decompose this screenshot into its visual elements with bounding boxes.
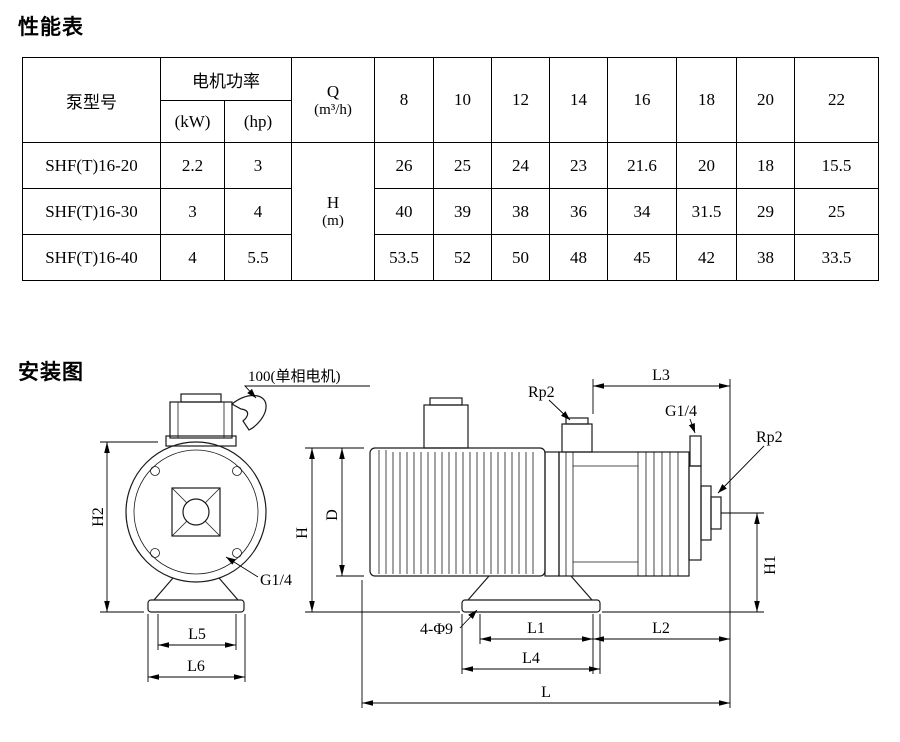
performance-table: 泵型号 电机功率 Q (m³/h) 8 10 12 14 16 18 20 22… [22,57,879,281]
dimension-l3: L3 [592,367,731,708]
head-cell: 42 [676,234,737,281]
dimension-h: H [294,447,460,613]
performance-section-title: 性能表 [18,16,84,39]
kw-cell: 4 [160,234,225,281]
dimension-l5: L5 [157,614,237,650]
q-symbol: Q [326,81,340,101]
dim-label-motor-note: 100(单相电机) [248,368,341,385]
leader-rp2-top: Rp2 [528,384,571,421]
header-kw: (kW) [160,100,225,143]
flow-col-12: 12 [491,57,550,143]
head-cell: 33.5 [794,234,879,281]
head-cell: 36 [549,188,608,235]
head-cell: 31.5 [676,188,737,235]
installation-drawing: H2 L5 L6 G1/4 100(单相电机) [90,367,783,708]
head-cell: 48 [549,234,608,281]
hp-cell: 3 [224,142,292,189]
dim-label-h: H [294,527,311,539]
head-cell: 21.6 [607,142,677,189]
model-cell: SHF(T)16-40 [22,234,161,281]
table-header-row-2: (kW) (hp) [23,100,879,143]
dimension-l: L [361,580,730,708]
flow-col-16: 16 [607,57,677,143]
pump-side-view [369,397,722,613]
head-cell: 38 [491,188,550,235]
kw-cell: 2.2 [160,142,225,189]
dim-label-l3: L3 [652,367,670,384]
head-cell: 34 [607,188,677,235]
h-unit: (m) [322,213,344,229]
dim-label-d: D [324,509,341,521]
model-cell: SHF(T)16-20 [22,142,161,189]
head-cell: 53.5 [374,234,434,281]
dimension-h1: H1 [602,512,779,613]
dim-label-l: L [541,684,551,701]
pump-front-view [125,393,267,613]
head-cell: 24 [491,142,550,189]
header-hp: (hp) [224,100,292,143]
header-flow-q: Q (m³/h) [291,57,375,143]
leader-rp2-right: Rp2 [717,429,783,494]
q-unit: (m³/h) [314,101,352,118]
table-row: SHF(T)16-40 4 5.5 53.5 52 50 48 45 42 38… [22,234,879,281]
dimension-l6: L6 [147,614,246,682]
dim-label-rp2-top: Rp2 [528,384,555,401]
dimension-d: D [324,448,364,577]
dim-label-l2: L2 [652,620,670,637]
head-cell: 26 [374,142,434,189]
head-cell: 29 [736,188,795,235]
head-cell: 50 [491,234,550,281]
flow-col-10: 10 [433,57,492,143]
head-cell: 38 [736,234,795,281]
installation-section-title: 安装图 [18,361,84,384]
hp-cell: 4 [224,188,292,235]
head-cell: 15.5 [794,142,879,189]
kw-cell: 3 [160,188,225,235]
dim-label-l1: L1 [527,620,545,637]
h-symbol: H [326,193,340,212]
head-cell: 20 [676,142,737,189]
dim-label-l6: L6 [187,658,205,675]
head-cell: 23 [549,142,608,189]
leader-motor-note: 100(单相电机) [243,368,370,399]
flow-col-22: 22 [794,57,879,143]
flow-col-20: 20 [736,57,795,143]
flow-col-8: 8 [374,57,434,143]
dim-label-h2: H2 [90,507,107,527]
dim-label-g14-right: G1/4 [665,403,697,420]
table-row: SHF(T)16-20 2.2 3 H (m) 26 25 24 23 21.6… [22,142,879,281]
leader-g14-right: G1/4 [665,403,697,434]
table-row: SHF(T)16-30 3 4 40 39 38 36 34 31.5 29 2… [22,188,879,235]
flow-col-18: 18 [676,57,737,143]
head-cell: 52 [433,234,492,281]
flow-col-14: 14 [549,57,608,143]
dim-label-holes: 4-Φ9 [420,621,453,638]
dimension-h2: H2 [90,441,158,613]
head-cell: 25 [794,188,879,235]
table-header-row-1: 泵型号 电机功率 Q (m³/h) 8 10 12 14 16 18 20 22 [22,57,879,143]
dimension-l1: L1 [479,614,594,674]
header-pump-model: 泵型号 [22,57,161,143]
head-cell: 39 [433,188,492,235]
dim-label-l4: L4 [522,650,540,667]
hp-cell: 5.5 [224,234,292,281]
dim-label-h1: H1 [762,555,779,575]
header-motor-power: 电机功率 [160,57,292,101]
dim-label-g14-left: G1/4 [260,572,292,589]
head-cell: 45 [607,234,677,281]
dimension-l4: L4 [461,614,601,674]
leader-g14-left: G1/4 [225,556,292,589]
leader-bolt-holes: 4-Φ9 [420,609,478,638]
header-head-h: H (m) [291,142,375,281]
head-cell: 25 [433,142,492,189]
dim-label-l5: L5 [188,626,206,643]
head-cell: 18 [736,142,795,189]
model-cell: SHF(T)16-30 [22,188,161,235]
dimension-l2: L2 [593,620,730,642]
head-cell: 40 [374,188,434,235]
dim-label-rp2-right: Rp2 [756,429,783,446]
